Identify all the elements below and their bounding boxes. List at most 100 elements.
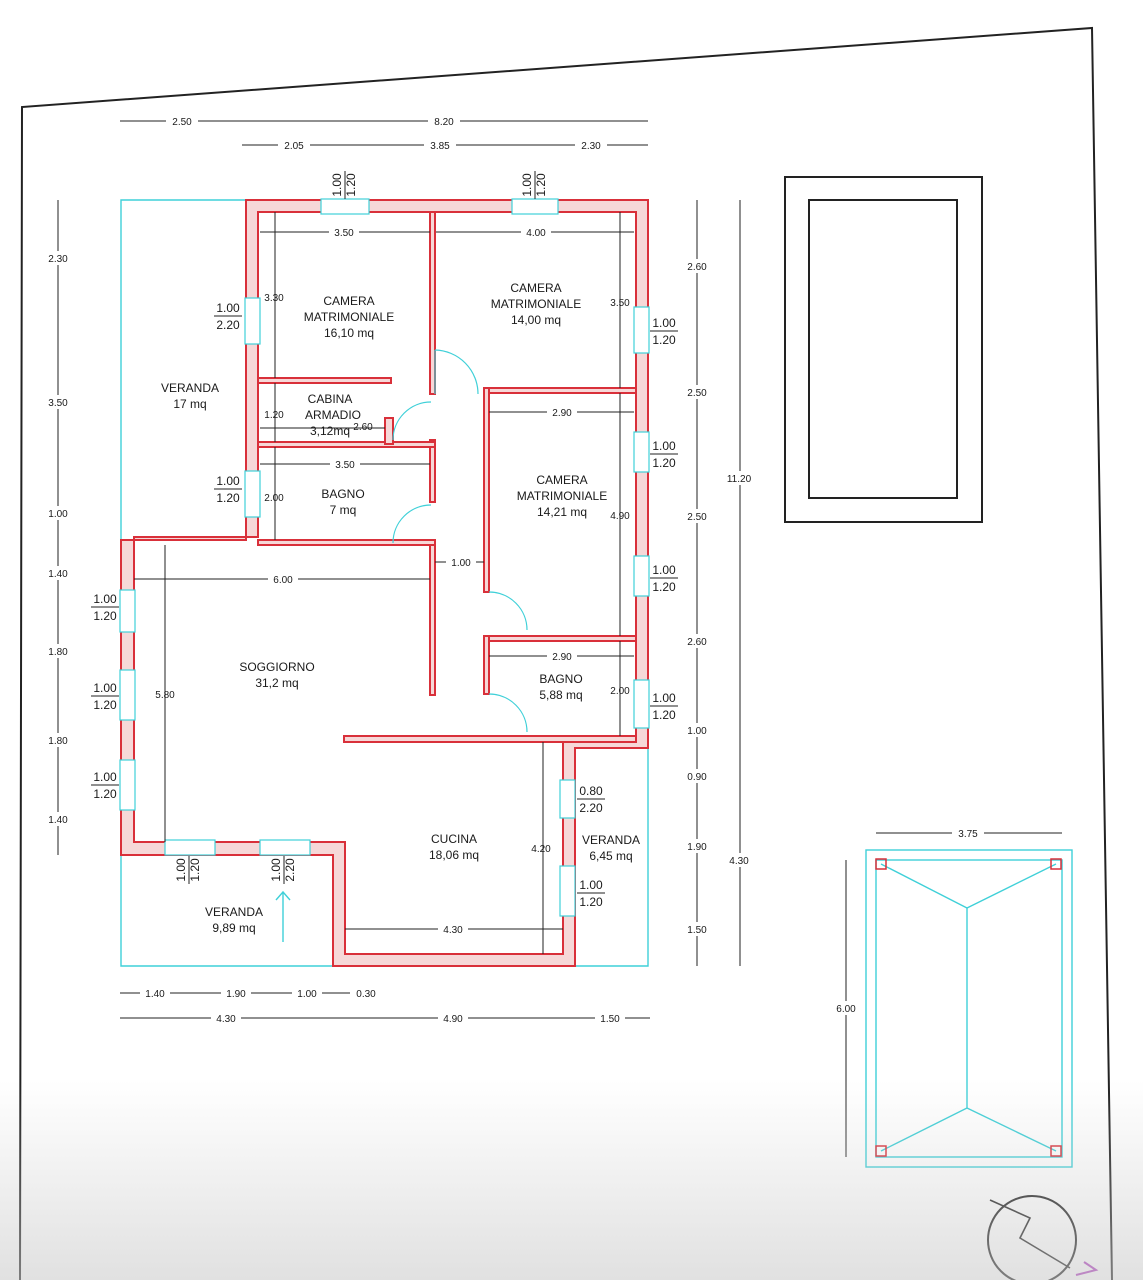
win-s1-b: 1.20: [93, 609, 117, 623]
openings: [119, 198, 650, 917]
dims-left: 2.30 3.50 1.00 1.40 1.80 1.80 1.40: [40, 200, 76, 855]
win-s3-b: 1.20: [93, 787, 117, 801]
win-b1-a: 1.00: [216, 474, 240, 488]
win-bot1-b: 1.20: [188, 858, 202, 882]
room-veranda-s-area: 9,89 mq: [212, 921, 255, 935]
win-s3-a: 1.00: [93, 770, 117, 784]
door-cu-b: 2.20: [579, 801, 603, 815]
room-camera1-name-a: CAMERA: [323, 294, 374, 308]
dim-c3-h: 4.90: [610, 511, 630, 522]
room-bagno2-area: 5,88 mq: [539, 688, 582, 702]
opening-labels: 1.00 1.20 1.00 1.20 1.00 1.20 1.00 2.20 …: [91, 171, 678, 909]
gazebo-width: 3.75: [958, 829, 978, 840]
room-veranda-e-name: VERANDA: [582, 833, 640, 847]
dim-bottom-e: 4.30: [216, 1014, 236, 1025]
dims-right: 2.60 2.50 2.50 2.60 1.00 0.90 1.90 1.50 …: [680, 200, 759, 966]
dim-right-1: 2.60: [687, 262, 707, 273]
dim-left-6: 1.80: [48, 736, 68, 747]
dim-cab-w: 2.60: [353, 422, 373, 433]
room-veranda-w-name: VERANDA: [161, 381, 219, 395]
room-bagno1-name: BAGNO: [321, 487, 364, 501]
room-bagno2-name: BAGNO: [539, 672, 582, 686]
room-camera2-name-a: CAMERA: [510, 281, 561, 295]
room-veranda-w-area: 17 mq: [173, 397, 206, 411]
dim-c2-w: 4.00: [526, 228, 546, 239]
dim-right-2: 2.50: [687, 388, 707, 399]
room-cucina-name: CUCINA: [431, 832, 477, 846]
room-camera1-name-b: MATRIMONIALE: [304, 310, 394, 324]
win-top1-b: 1.20: [344, 173, 358, 197]
win-top1-a: 1.00: [330, 173, 344, 197]
dim-bottom-a: 1.40: [145, 989, 165, 1000]
dim-left-1: 2.30: [48, 254, 68, 265]
room-soggiorno-area: 31,2 mq: [255, 676, 298, 690]
room-veranda-e-area: 6,45 mq: [589, 849, 632, 863]
win-top2-a: 1.00: [520, 173, 534, 197]
dim-left-3: 1.00: [48, 509, 68, 520]
win-cu-a: 1.00: [579, 878, 603, 892]
win-b1-b: 1.20: [216, 491, 240, 505]
dim-right-8: 1.50: [687, 925, 707, 936]
dim-right-6: 0.90: [687, 772, 707, 783]
dim-cuc-w: 4.30: [443, 925, 463, 936]
dim-b2-h: 2.00: [610, 686, 630, 697]
dim-c1-w: 3.50: [334, 228, 354, 239]
win-c3b-b: 1.20: [652, 580, 676, 594]
win-c3a-b: 1.20: [652, 456, 676, 470]
dim-bottom-d: 0.30: [356, 989, 376, 1000]
dim-top-e: 2.30: [581, 141, 601, 152]
dim-bottom-g: 1.50: [600, 1014, 620, 1025]
dim-c1-h: 3.30: [264, 293, 284, 304]
dim-top-a: 2.50: [172, 117, 192, 128]
gazebo-height: 6.00: [836, 1004, 856, 1015]
dim-right-3: 2.50: [687, 512, 707, 523]
room-cabina-area: 3,12mq: [310, 424, 350, 438]
dim-sog-w: 6.00: [273, 575, 293, 586]
dim-right-4: 2.60: [687, 637, 707, 648]
gazebo: 3.75 6.00: [830, 826, 1073, 1168]
dim-left-2: 3.50: [48, 398, 68, 409]
dim-c2-h: 3.50: [610, 298, 630, 309]
room-cabina-name-a: CABINA: [308, 392, 353, 406]
dim-top-d: 3.85: [430, 141, 450, 152]
door-c1-b: 2.20: [216, 318, 240, 332]
dim-left-4: 1.40: [48, 569, 68, 580]
dim-cuc-h: 4.20: [531, 844, 551, 855]
dim-b2-w: 2.90: [552, 652, 572, 663]
dim-corridor: 1.00: [451, 558, 471, 569]
win-c3b-a: 1.00: [652, 563, 676, 577]
room-camera2-name-b: MATRIMONIALE: [491, 297, 581, 311]
win-c2-b: 1.20: [652, 333, 676, 347]
win-b2-b: 1.20: [652, 708, 676, 722]
win-cu-b: 1.20: [579, 895, 603, 909]
win-s2-a: 1.00: [93, 681, 117, 695]
door-bot-a: 1.00: [269, 858, 283, 882]
dims-internal: 3.50 4.00 3.30 3.50 1.20 2.60 3.50 2.00 …: [134, 212, 634, 954]
door-swings: [392, 349, 528, 733]
dim-c3-w: 2.90: [552, 408, 572, 419]
win-s2-b: 1.20: [93, 698, 117, 712]
win-c2-a: 1.00: [652, 316, 676, 330]
interior-walls: [257, 211, 637, 743]
room-camera3-area: 14,21 mq: [537, 505, 587, 519]
door-cu-a: 0.80: [579, 784, 603, 798]
dim-bottom-b: 1.90: [226, 989, 246, 1000]
dim-left-5: 1.80: [48, 647, 68, 658]
pool: [784, 176, 983, 523]
win-top2-b: 1.20: [534, 173, 548, 197]
room-cabina-name-b: ARMADIO: [305, 408, 361, 422]
room-camera1-area: 16,10 mq: [324, 326, 374, 340]
room-labels: CAMERA MATRIMONIALE 16,10 mq CAMERA MATR…: [161, 281, 640, 935]
room-cucina-area: 18,06 mq: [429, 848, 479, 862]
room-camera2-area: 14,00 mq: [511, 313, 561, 327]
dim-top-c: 2.05: [284, 141, 304, 152]
dim-right-lower: 4.30: [729, 856, 749, 867]
dim-top-b: 8.20: [434, 117, 454, 128]
win-bot1-a: 1.00: [174, 858, 188, 882]
dim-b1-w: 3.50: [335, 460, 355, 471]
win-c3a-a: 1.00: [652, 439, 676, 453]
dim-cab-h: 1.20: [264, 410, 284, 421]
door-c1-a: 1.00: [216, 301, 240, 315]
room-soggiorno-name: SOGGIORNO: [239, 660, 314, 674]
